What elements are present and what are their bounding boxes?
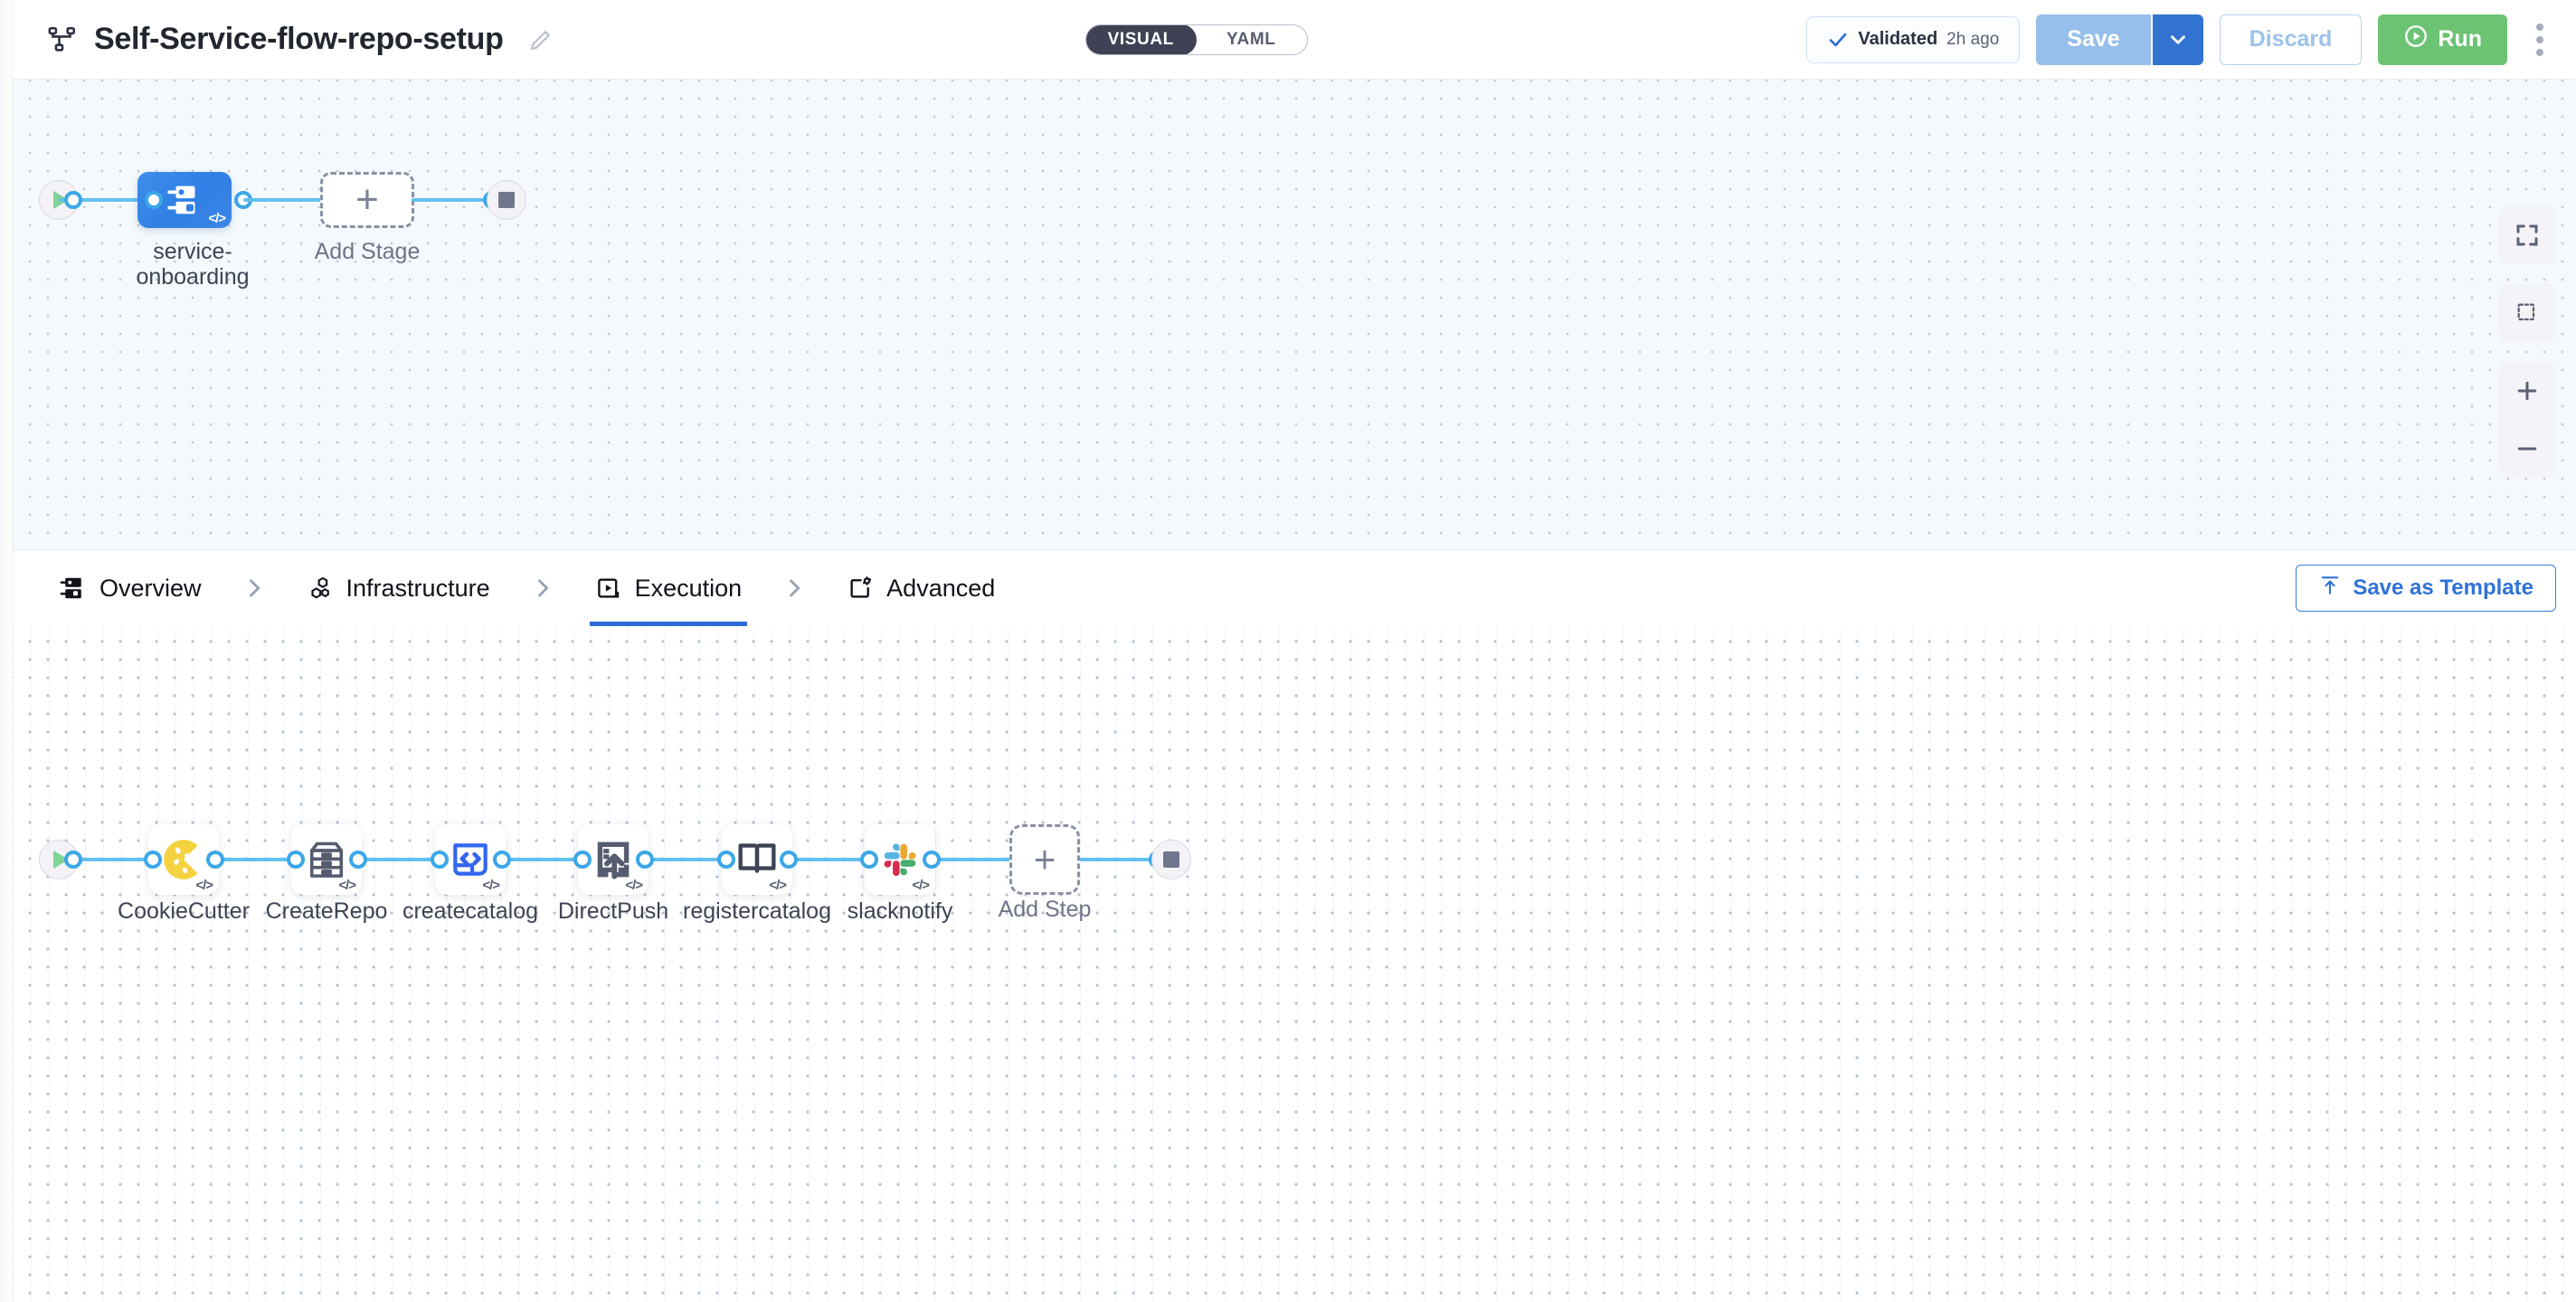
step-end-node[interactable] (1151, 840, 1191, 879)
step-port-createrepo-in[interactable] (287, 851, 305, 869)
tab-overview-label: Overview (99, 575, 202, 603)
advanced-gear-card-icon (847, 575, 874, 602)
save-as-template-button[interactable]: Save as Template (2296, 565, 2556, 612)
step-code-badge: </> (769, 879, 786, 892)
stage-port-in[interactable] (145, 191, 163, 209)
page-title: Self-Service-flow-repo-setup (94, 22, 504, 57)
step-code-badge: </> (912, 879, 929, 892)
stage-code-badge: </> (208, 212, 225, 225)
step-port-registercatalog-in[interactable] (717, 851, 735, 869)
chevron-right-icon (530, 575, 555, 601)
marquee-select-icon[interactable] (2498, 284, 2556, 342)
cookie-icon (161, 837, 206, 882)
push-upload-icon (591, 837, 636, 882)
canvas-controls-stage (2498, 206, 2556, 478)
tab-execution-label: Execution (635, 575, 743, 603)
slack-icon (877, 837, 923, 882)
step-port-start-out[interactable] (64, 851, 82, 869)
header-actions: Validated 2h ago Save Discard (1806, 14, 2556, 65)
play-circle-icon (2403, 24, 2429, 55)
tab-advanced-label: Advanced (886, 575, 995, 603)
tab-execution[interactable]: Execution (590, 550, 748, 626)
kebab-menu-icon[interactable] (2524, 14, 2556, 65)
status-badge-validated[interactable]: Validated 2h ago (1806, 16, 2020, 63)
validated-label: Validated (1858, 29, 1937, 50)
step-port-slacknotify-out[interactable] (923, 851, 941, 869)
step-canvas[interactable]: </> </> (13, 626, 2576, 1302)
add-step-label: Add Step (936, 897, 1153, 922)
step-port-registercatalog-out[interactable] (780, 851, 798, 869)
chevron-right-icon (781, 575, 807, 601)
plus-icon[interactable] (2498, 362, 2556, 420)
upload-template-icon (2318, 574, 2342, 603)
save-as-template-label: Save as Template (2353, 575, 2533, 601)
step-port-cookiecutter-in[interactable] (144, 851, 162, 869)
repository-icon (304, 837, 349, 882)
step-port-createcatalog-out[interactable] (493, 851, 511, 869)
add-step-button[interactable]: + (1009, 824, 1080, 895)
collapsed-sidebar-rail (0, 0, 13, 1302)
zoom-controls (2498, 362, 2556, 478)
save-button[interactable]: Save (2036, 14, 2152, 65)
open-book-icon (734, 837, 780, 882)
step-port-createrepo-out[interactable] (349, 851, 367, 869)
add-stage-button[interactable]: + (320, 172, 414, 228)
step-port-createcatalog-in[interactable] (431, 851, 449, 869)
discard-button[interactable]: Discard (2220, 14, 2363, 65)
header-left-group: Self-Service-flow-repo-setup (13, 22, 554, 57)
validated-timestamp: 2h ago (1946, 30, 1999, 50)
tab-infrastructure-label: Infrastructure (346, 575, 490, 603)
minus-icon[interactable] (2498, 420, 2556, 478)
stage-end-node[interactable] (487, 180, 526, 220)
tab-advanced[interactable]: Advanced (841, 550, 1000, 626)
step-port-slacknotify-in[interactable] (860, 851, 878, 869)
pipeline-header: Self-Service-flow-repo-setup VISUAL YAML (13, 0, 2576, 80)
mode-yaml-button[interactable]: YAML (1196, 25, 1308, 54)
plus-icon: + (355, 180, 379, 220)
stage-flow: </> + service- onboarding Add Stage (13, 80, 2576, 549)
stage-canvas[interactable]: </> + service- onboarding Add Stage (13, 80, 2576, 550)
step-code-badge: </> (338, 879, 355, 892)
overview-stage-icon (60, 575, 87, 602)
code-document-icon (448, 837, 493, 882)
step-code-badge: </> (625, 879, 642, 892)
stage-config-tabs: Overview Infrastructure (13, 550, 2576, 626)
save-dropdown-button[interactable] (2153, 14, 2203, 65)
execution-play-icon (595, 575, 622, 602)
tab-infrastructure[interactable]: Infrastructure (301, 550, 496, 626)
hexagon-cluster-icon (307, 575, 334, 602)
fit-to-screen-icon[interactable] (2498, 206, 2556, 264)
view-mode-toggle[interactable]: VISUAL YAML (1085, 24, 1308, 55)
stop-square-icon (1163, 851, 1179, 868)
pencil-edit-icon[interactable] (527, 26, 554, 53)
save-button-group: Save (2036, 14, 2202, 65)
tab-overview[interactable]: Overview (54, 550, 207, 626)
pipeline-icon (47, 24, 78, 55)
step-code-badge: </> (195, 879, 213, 892)
stage-edge-1 (243, 198, 325, 202)
chevron-right-icon (242, 575, 267, 601)
mode-visual-button[interactable]: VISUAL (1085, 24, 1197, 55)
stop-square-icon (498, 192, 515, 208)
add-stage-label: Add Stage (259, 239, 476, 264)
stage-flow-icon (164, 179, 205, 221)
run-button-label: Run (2438, 26, 2482, 52)
plus-icon: + (1034, 841, 1056, 879)
step-flow: </> </> (13, 626, 2576, 1302)
step-code-badge: </> (482, 879, 499, 892)
step-port-cookiecutter-out[interactable] (206, 851, 224, 869)
stage-port-start-out[interactable] (64, 191, 82, 209)
step-port-directpush-out[interactable] (636, 851, 654, 869)
run-button[interactable]: Run (2378, 14, 2507, 65)
step-port-directpush-in[interactable] (573, 851, 592, 869)
check-icon (1827, 29, 1849, 51)
